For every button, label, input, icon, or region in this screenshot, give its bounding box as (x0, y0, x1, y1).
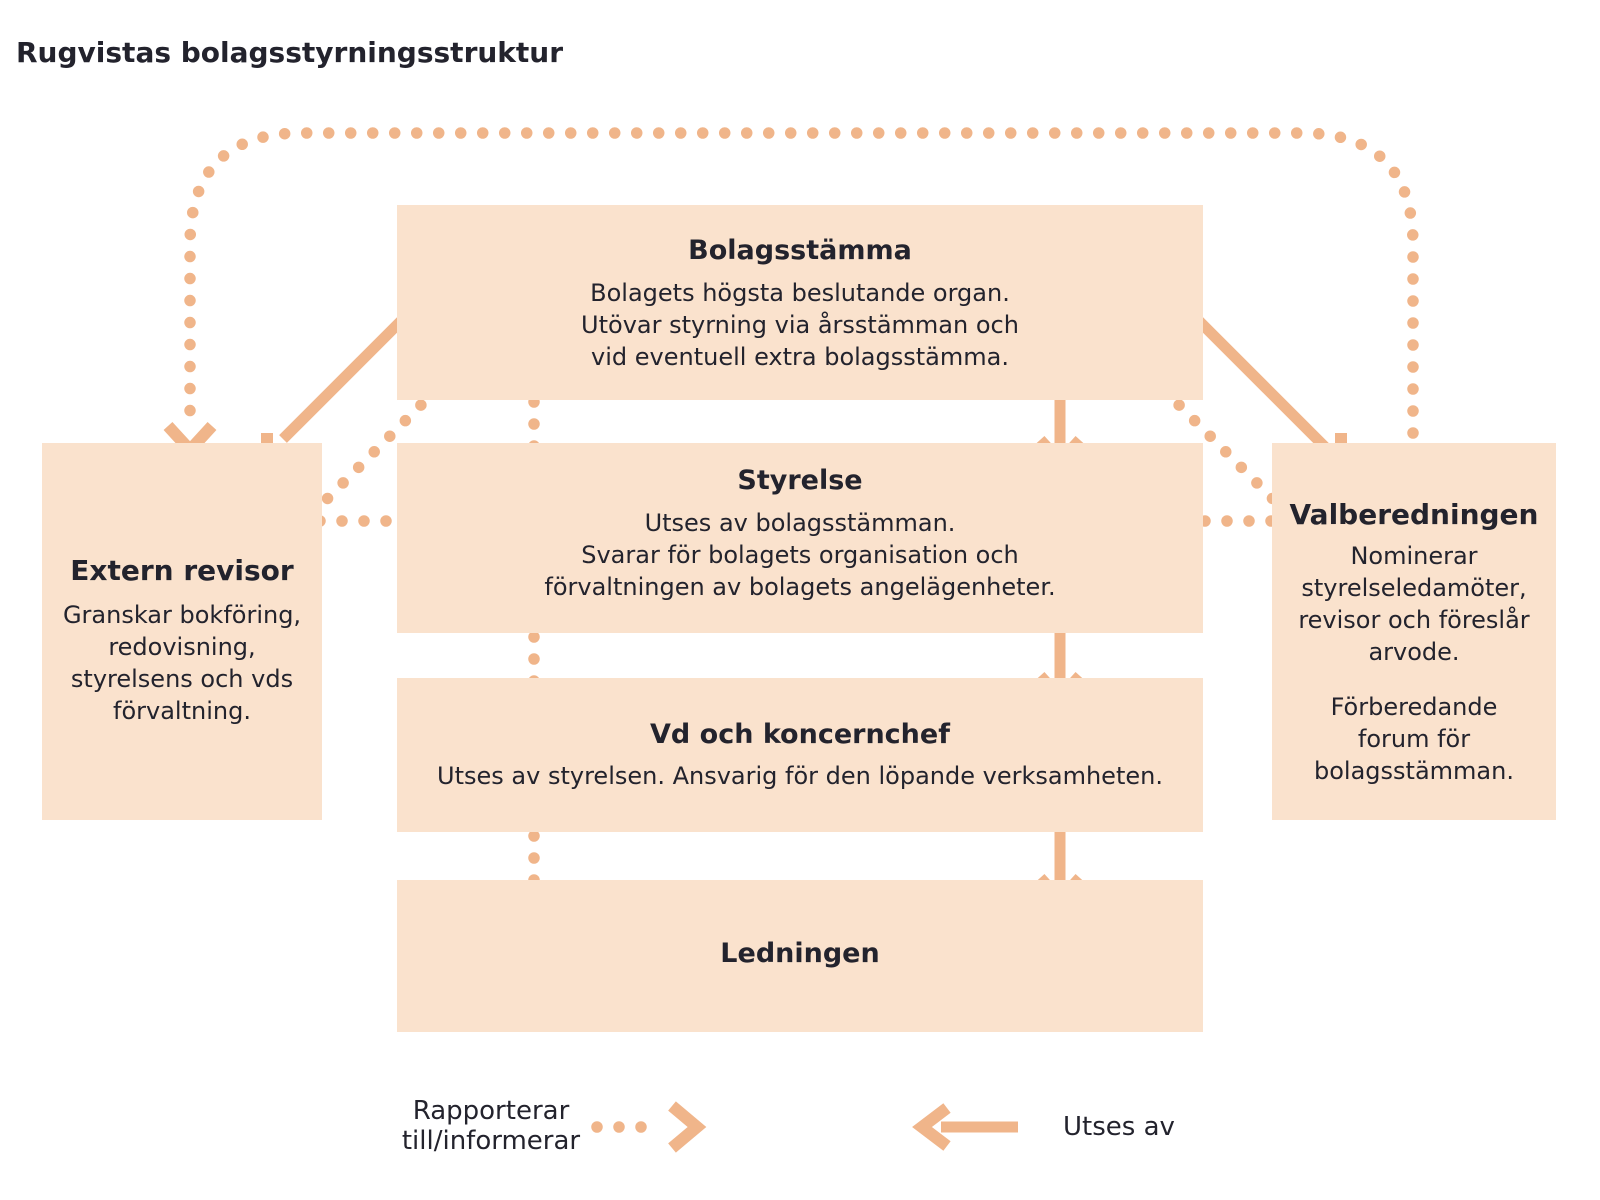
extern-revisor-title: Extern revisor (70, 554, 294, 587)
box-styrelse: Styrelse Utses av bolagsstämman. Svarar … (397, 443, 1203, 633)
styrelse-line: förvaltningen av bolagets angelägenheter… (544, 573, 1056, 601)
extern-revisor-line: Granskar bokföring, (62, 601, 302, 629)
box-vd-och-koncernchef: Vd och koncernchef Utses av styrelsen. A… (397, 678, 1203, 832)
valberedningen-title: Valberedningen (1289, 498, 1539, 531)
valberedningen-line: revisor och föreslår (1298, 606, 1530, 634)
ledningen-title: Ledningen (720, 938, 880, 969)
legend-dotted-arrow-icon (591, 1101, 707, 1153)
bolagsstamma-line: Bolagets högsta beslutande organ. (590, 279, 1010, 307)
legend-solid-label: Utses av (1063, 1112, 1175, 1142)
vd-line: Utses av styrelsen. Ansvarig för den löp… (437, 762, 1163, 790)
legend-solid-arrow-icon (912, 1103, 1018, 1151)
bolagsstamma-line: Utövar styrning via årsstämman och (581, 311, 1019, 339)
valberedningen-line: styrelseledamöter, (1301, 574, 1527, 602)
extern-revisor-line: förvaltning. (113, 697, 251, 725)
page-title: Rugvistas bolagsstyrningsstruktur (16, 36, 564, 69)
box-extern-revisor: Extern revisor Granskar bokföring, redov… (42, 443, 322, 820)
bolagsstamma-title: Bolagsstämma (688, 235, 912, 266)
styrelse-line: Svarar för bolagets organisation och (581, 541, 1019, 569)
styrelse-title: Styrelse (737, 465, 863, 496)
styrelse-line: Utses av bolagsstämman. (644, 509, 956, 537)
valberedningen-line: bolagsstämman. (1314, 757, 1514, 785)
box-bolagsstamma: Bolagsstämma Bolagets högsta beslutande … (397, 205, 1203, 400)
vd-title: Vd och koncernchef (650, 719, 950, 750)
valberedningen-line: Nominerar (1350, 542, 1478, 570)
legend-dotted-label: Rapporterar till/informerar (401, 1096, 581, 1156)
valberedningen-line: arvode. (1368, 638, 1460, 666)
box-ledningen: Ledningen (397, 880, 1203, 1032)
extern-revisor-line: redovisning, (108, 633, 256, 661)
bolagsstamma-line: vid eventuell extra bolagsstämma. (591, 343, 1009, 371)
extern-revisor-line: styrelsens och vds (70, 665, 294, 693)
valberedningen-line: Förberedande (1330, 693, 1498, 721)
valberedningen-line: forum för (1357, 725, 1471, 753)
box-valberedningen: Valberedningen Nominerar styrelseledamöt… (1272, 443, 1556, 820)
